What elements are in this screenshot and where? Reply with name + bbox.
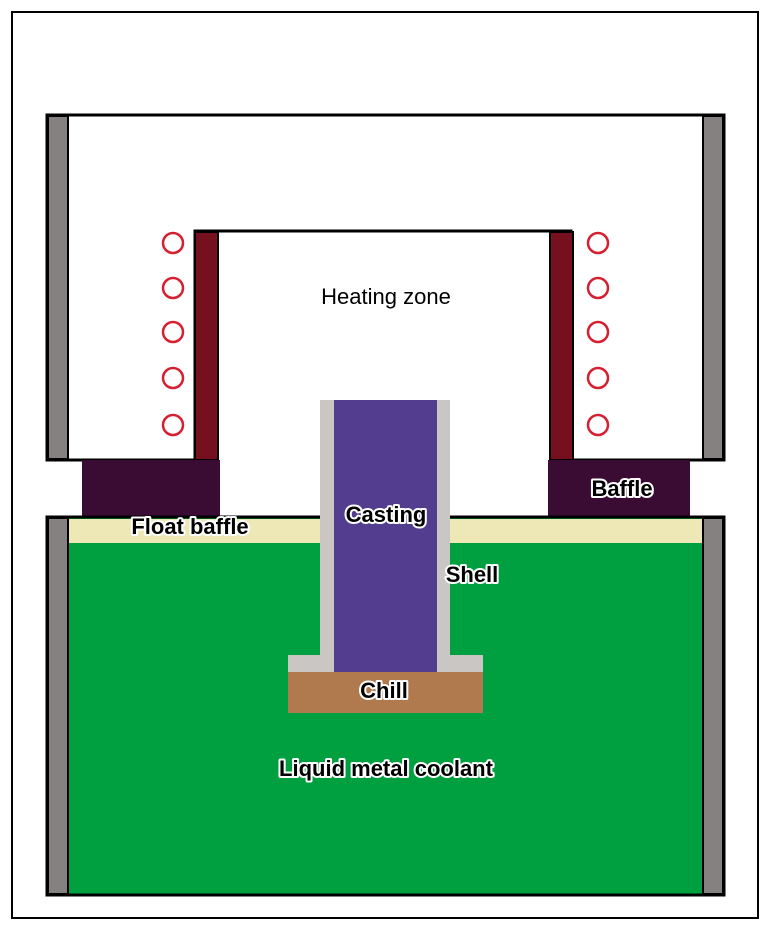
coil-icon: [586, 231, 610, 255]
coolant-label: Liquid metal coolant: [279, 756, 494, 781]
casting-label: Casting: [346, 502, 427, 527]
chill-label: Chill: [360, 678, 408, 703]
induction-coils: [161, 231, 610, 437]
baffle-label: Baffle: [591, 476, 652, 501]
right-tank-wall: [702, 517, 724, 895]
float-baffle-label: Float baffle: [131, 514, 248, 539]
chill: [288, 672, 483, 713]
coil-icon: [161, 366, 185, 390]
coil-icon: [161, 320, 185, 344]
coil-icon: [586, 320, 610, 344]
coil-icon: [161, 413, 185, 437]
heating-zone-label: Heating zone: [321, 284, 451, 309]
left-tank-wall: [47, 517, 69, 895]
coil-icon: [586, 276, 610, 300]
coil-icon: [161, 231, 185, 255]
coil-icon: [161, 276, 185, 300]
casting: [334, 400, 437, 672]
shell-label: Shell: [446, 562, 499, 587]
right-baffle: [548, 460, 690, 517]
left-heater-liner: [194, 231, 219, 461]
right-heater-liner: [549, 231, 574, 461]
left-baffle: [82, 460, 220, 517]
coil-icon: [586, 413, 610, 437]
right-furnace-wall: [702, 115, 724, 460]
left-furnace-wall: [47, 115, 69, 460]
coil-icon: [586, 366, 610, 390]
